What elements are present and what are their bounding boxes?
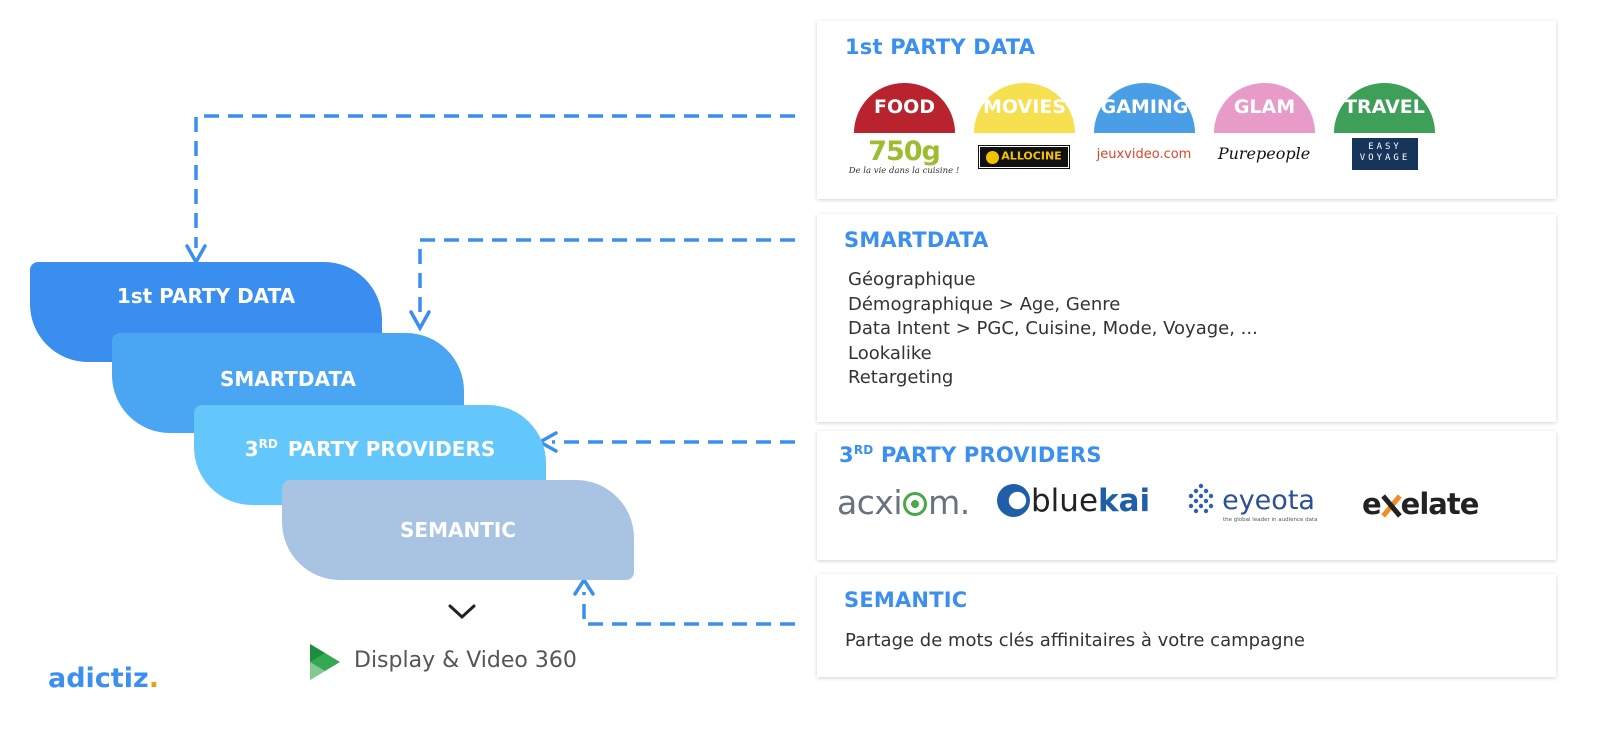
adictiz-logo: adictiz. bbox=[48, 663, 159, 694]
category-glam: GLAM bbox=[1214, 83, 1315, 133]
stack-smartdata-label: SMARTDATA bbox=[219, 367, 357, 391]
card-semantic: SEMANTIC Partage de mots clés affinitair… bbox=[817, 574, 1556, 677]
arrowhead-first-party bbox=[185, 244, 207, 266]
card-3rd-party-title: 3RD PARTY PROVIDERS bbox=[839, 443, 1102, 467]
card-1st-party-data: 1st PARTY DATA FOOD MOVIES GAMING GLAM T… bbox=[817, 21, 1556, 199]
dv360-icon bbox=[310, 644, 340, 680]
bluekai-icon bbox=[997, 484, 1030, 517]
brand-easyvoyage: EASY VOYAGE bbox=[1352, 138, 1418, 170]
acxiom-globe-icon bbox=[903, 492, 928, 516]
category-gaming: GAMING bbox=[1094, 83, 1195, 133]
brand-purepeople: Purepeople bbox=[1217, 144, 1311, 163]
dv360-label: Display & Video 360 bbox=[354, 648, 577, 673]
smartdata-line-geo: Géographique bbox=[848, 269, 976, 290]
brand-750g: 750g De la vie dans la cuisine ! bbox=[848, 136, 960, 177]
stack-semantic-label: SEMANTIC bbox=[400, 518, 516, 542]
arrow-first-party bbox=[194, 114, 795, 248]
category-travel: TRAVEL bbox=[1334, 83, 1435, 133]
card-smartdata-title: SMARTDATA bbox=[844, 228, 989, 252]
exelate-x-icon bbox=[1380, 494, 1402, 518]
smartdata-line-retargeting: Retargeting bbox=[848, 367, 954, 388]
partner-exelate: e elate bbox=[1362, 487, 1479, 521]
smartdata-line-intent: Data Intent > PGC, Cuisine, Mode, Voyage… bbox=[848, 318, 1258, 339]
chevron-down-icon bbox=[448, 604, 476, 620]
arrowhead-smartdata bbox=[409, 310, 431, 332]
eyeota-icon bbox=[1188, 483, 1214, 514]
category-food: FOOD bbox=[854, 83, 955, 133]
smartdata-list: Géographique Démographique > Age, Genre … bbox=[848, 268, 1258, 391]
card-1st-party-title: 1st PARTY DATA bbox=[845, 35, 1036, 59]
arrow-smartdata bbox=[418, 238, 795, 316]
card-semantic-title: SEMANTIC bbox=[844, 588, 968, 612]
partner-eyeota: eyeota the global leader in audience dat… bbox=[1185, 483, 1318, 523]
stack-1st-party-data-label: 1st PARTY DATA bbox=[116, 284, 296, 308]
smartdata-line-lookalike: Lookalike bbox=[848, 342, 932, 364]
semantic-description: Partage de mots clés affinitaires à votr… bbox=[845, 630, 1305, 651]
stack-semantic: SEMANTIC bbox=[282, 480, 634, 580]
brand-allocine: ALLOCINE bbox=[978, 145, 1070, 169]
arrowhead-semantic bbox=[573, 576, 595, 596]
category-movies: MOVIES bbox=[974, 83, 1075, 133]
brand-jeuxvideo: jeuxvideo.com bbox=[1096, 147, 1192, 162]
smartdata-line-demo: Démographique > Age, Genre bbox=[848, 293, 1121, 315]
arrow-semantic bbox=[582, 592, 795, 626]
stack-3rd-party-label: 3RD PARTY PROVIDERS bbox=[244, 437, 496, 461]
partner-bluekai: bluekai bbox=[997, 483, 1150, 519]
card-smartdata: SMARTDATA Géographique Démographique > A… bbox=[817, 214, 1556, 422]
